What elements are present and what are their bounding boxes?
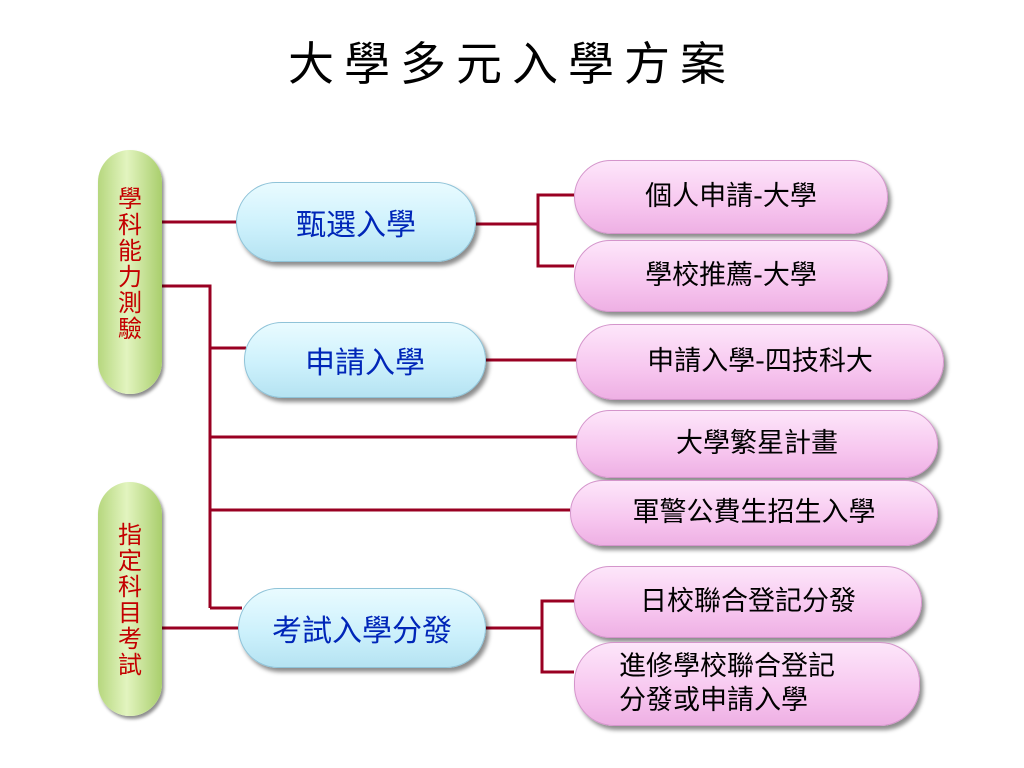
outcome-tech-application: 申請入學-四技科大 bbox=[576, 324, 944, 400]
path-selection-label: 甄選入學 bbox=[296, 208, 416, 243]
outcome-individual-application: 個人申請-大學 bbox=[574, 160, 888, 234]
outcome-night-school: 進修學校聯合登記 分發或申請入學 bbox=[574, 642, 920, 726]
outcome-night-school-line1: 進修學校聯合登記 bbox=[619, 651, 835, 682]
outcome-star-plan-label: 大學繁星計畫 bbox=[676, 428, 838, 459]
outcome-night-school-label: 進修學校聯合登記 分發或申請入學 bbox=[619, 650, 835, 718]
outcome-military-police: 軍警公費生招生入學 bbox=[570, 480, 938, 546]
path-selection: 甄選入學 bbox=[236, 182, 476, 262]
outcome-tech-application-label: 申請入學-四技科大 bbox=[647, 346, 873, 377]
page-title: 大學多元入學方案 bbox=[288, 37, 736, 91]
outcome-military-police-label: 軍警公費生招生入學 bbox=[632, 497, 876, 528]
outcome-night-school-line2: 分發或申請入學 bbox=[619, 685, 808, 716]
connector-bracket-individual bbox=[536, 193, 574, 268]
connector-bracket-day-school bbox=[540, 599, 574, 674]
path-application-label: 申請入學 bbox=[305, 346, 425, 381]
exam-label-gsat: 學科能力測驗 bbox=[118, 185, 142, 343]
path-exam-placement: 考試入學分發 bbox=[238, 588, 486, 668]
exam-box-ast: 指定科目考試 bbox=[98, 482, 162, 716]
connector-exam1-trunk bbox=[162, 284, 212, 608]
path-exam-placement-label: 考試入學分發 bbox=[272, 614, 452, 649]
outcome-school-recommendation: 學校推薦-大學 bbox=[574, 240, 888, 312]
outcome-individual-application-label: 個人申請-大學 bbox=[645, 181, 817, 212]
exam-box-gsat: 學科能力測驗 bbox=[98, 150, 162, 394]
outcome-day-school: 日校聯合登記分發 bbox=[574, 566, 922, 638]
exam-label-ast: 指定科目考試 bbox=[118, 521, 142, 679]
outcome-star-plan: 大學繁星計畫 bbox=[576, 410, 938, 478]
outcome-day-school-label: 日校聯合登記分發 bbox=[640, 586, 856, 617]
path-application: 申請入學 bbox=[244, 322, 486, 398]
outcome-school-recommendation-label: 學校推薦-大學 bbox=[645, 260, 817, 291]
